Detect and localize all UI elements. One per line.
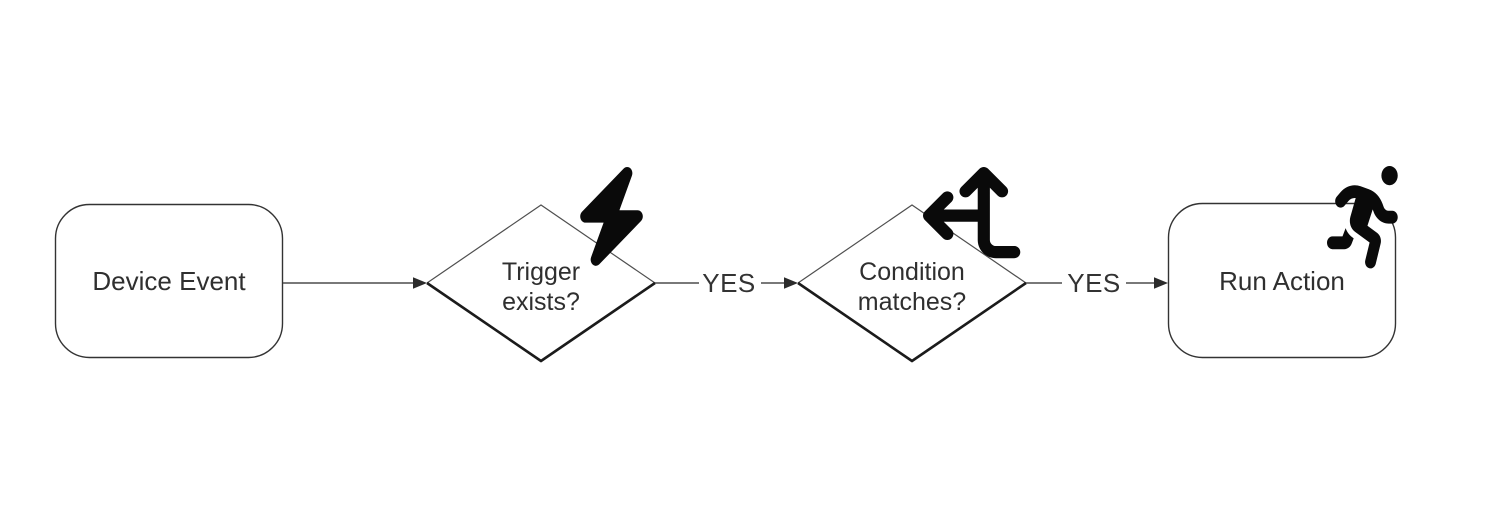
edge-trigger-to-condition: [655, 277, 798, 289]
node-condition-matches-shape: [797, 204, 1027, 363]
arrowhead-icon: [784, 277, 798, 289]
person-running-icon: [1327, 166, 1398, 269]
arrowhead-icon: [413, 277, 427, 289]
edge-condition-to-run-action: [1026, 277, 1168, 289]
node-device-event-shape: [54, 203, 284, 359]
split-arrows-icon: [923, 166, 1021, 259]
edge-device-event-to-trigger: [283, 277, 427, 289]
arrowhead-icon: [1154, 277, 1168, 289]
lightning-bolt-icon: [580, 166, 643, 266]
